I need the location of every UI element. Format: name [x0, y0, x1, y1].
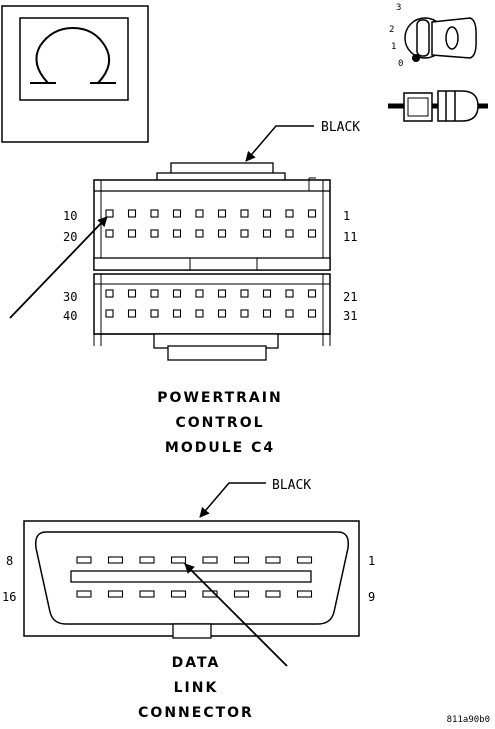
pcm-pin-label-10: 10 — [63, 209, 77, 223]
pcm-title-line-3: MODULE C4 — [165, 440, 275, 456]
pcm-pin-cavity — [172, 289, 182, 298]
dlc-pin-cavity — [76, 590, 92, 598]
pcm-connector: BLACK 10 1 20 11 30 21 — [9, 120, 360, 456]
dlc-pin-cavity — [296, 556, 313, 564]
pcm-pin-cavity — [105, 229, 114, 238]
dlc-pin-cavity — [265, 556, 281, 564]
pcm-pin-cavity — [105, 289, 114, 298]
pcm-pin-cavity — [172, 229, 182, 238]
pcm-pin-cavity — [285, 209, 294, 218]
ignition-pos-1: 1 — [391, 42, 396, 52]
pcm-pin-cavity — [262, 309, 272, 318]
pcm-pin-cavity — [127, 229, 137, 238]
pcm-pin-cavity — [240, 209, 249, 218]
pcm-pin-cavity — [150, 229, 159, 238]
pcm-pin-cavity — [262, 289, 272, 298]
dlc-pin-label-1: 1 — [368, 554, 375, 568]
dlc-pin-cavity — [107, 590, 124, 598]
pcm-pin-cavity — [307, 209, 317, 218]
pcm-pin-cavity — [195, 289, 204, 298]
backprobe-icon — [388, 90, 488, 122]
ignition-pos-2: 2 — [389, 25, 394, 35]
pcm-pin-cavity — [195, 309, 204, 318]
pcm-pin-cavity — [217, 229, 227, 238]
dlc-pin-label-8: 8 — [6, 554, 13, 568]
dlc-probe-arrow — [184, 563, 288, 667]
pcm-title-line-2: CONTROL — [175, 415, 264, 431]
pcm-pin-cavity — [240, 309, 249, 318]
pcm-pin-cavity — [127, 309, 137, 318]
pcm-pin-cavity — [105, 309, 114, 318]
pcm-pin-cavity — [150, 209, 159, 218]
pcm-pin-label-31: 31 — [343, 309, 357, 323]
pcm-color-label: BLACK — [321, 120, 360, 135]
pcm-pin-cavity — [217, 289, 227, 298]
pcm-pin-cavity — [285, 229, 294, 238]
dlc-pin-cavity — [170, 590, 187, 598]
pcm-pin-label-11: 11 — [343, 230, 357, 244]
ohmmeter-icon — [1, 5, 149, 143]
pcm-pin-cavity — [307, 309, 317, 318]
dlc-pin-cavity — [107, 556, 124, 564]
pcm-pin-cavity — [240, 289, 249, 298]
dlc-pin-cavity — [202, 590, 218, 598]
ignition-pos-3: 3 — [396, 3, 401, 13]
dlc-pin-cavity — [233, 556, 250, 564]
pcm-pin-cavity — [217, 309, 227, 318]
dlc-pin-cavity — [265, 590, 281, 598]
data-link-connector: BLACK 8 1 16 9 DATA LINK CONNECTOR — [2, 478, 375, 721]
pcm-pin-cavities — [105, 209, 317, 318]
ignition-pos-0: 0 — [398, 59, 403, 69]
dlc-pin-cavity — [139, 590, 155, 598]
dlc-pin-cavity — [76, 556, 92, 564]
pcm-pin-cavity — [262, 229, 272, 238]
pcm-pin-label-40: 40 — [63, 309, 77, 323]
pcm-pin-cavity — [150, 309, 159, 318]
pcm-pin-label-20: 20 — [63, 230, 77, 244]
pcm-pin-cavity — [217, 209, 227, 218]
pcm-pin-cavity — [105, 209, 114, 218]
dlc-pin-cavity — [233, 590, 250, 598]
dlc-pin-cavity — [139, 556, 155, 564]
pcm-pin-cavity — [240, 229, 249, 238]
dlc-pin-cavity — [202, 556, 218, 564]
pcm-pin-cavity — [150, 289, 159, 298]
pcm-pin-cavity — [262, 209, 272, 218]
pcm-pin-cavity — [127, 289, 137, 298]
figure-id: 811a90b0 — [447, 715, 490, 725]
pcm-pin-label-21: 21 — [343, 290, 357, 304]
pcm-pin-cavity — [195, 209, 204, 218]
ignition-key-icon: 3 2 1 0 — [389, 3, 477, 69]
dlc-pin-cavity — [170, 556, 187, 564]
pcm-pin-label-1: 1 — [343, 209, 350, 223]
pcm-pin-cavity — [195, 229, 204, 238]
pcm-pin-cavity — [307, 289, 317, 298]
pcm-pin-cavity — [172, 209, 182, 218]
dlc-pin-cavity — [296, 590, 313, 598]
dlc-pin-label-16: 16 — [2, 590, 16, 604]
pcm-pin-label-30: 30 — [63, 290, 77, 304]
pcm-pin-cavity — [172, 309, 182, 318]
dlc-pin-cavities — [76, 556, 313, 598]
dlc-color-label: BLACK — [272, 478, 311, 493]
pcm-pin-cavity — [285, 309, 294, 318]
pcm-title-line-1: POWERTRAIN — [157, 390, 282, 406]
pcm-pin-cavity — [307, 229, 317, 238]
pcm-probe-arrow — [9, 216, 108, 319]
dlc-title-line-2: LINK — [174, 680, 219, 696]
pcm-pin-cavity — [285, 289, 294, 298]
pcm-pin-cavity — [127, 209, 137, 218]
dlc-pin-label-9: 9 — [368, 590, 375, 604]
dlc-title-line-3: CONNECTOR — [138, 705, 254, 721]
dlc-title-line-1: DATA — [172, 655, 221, 671]
